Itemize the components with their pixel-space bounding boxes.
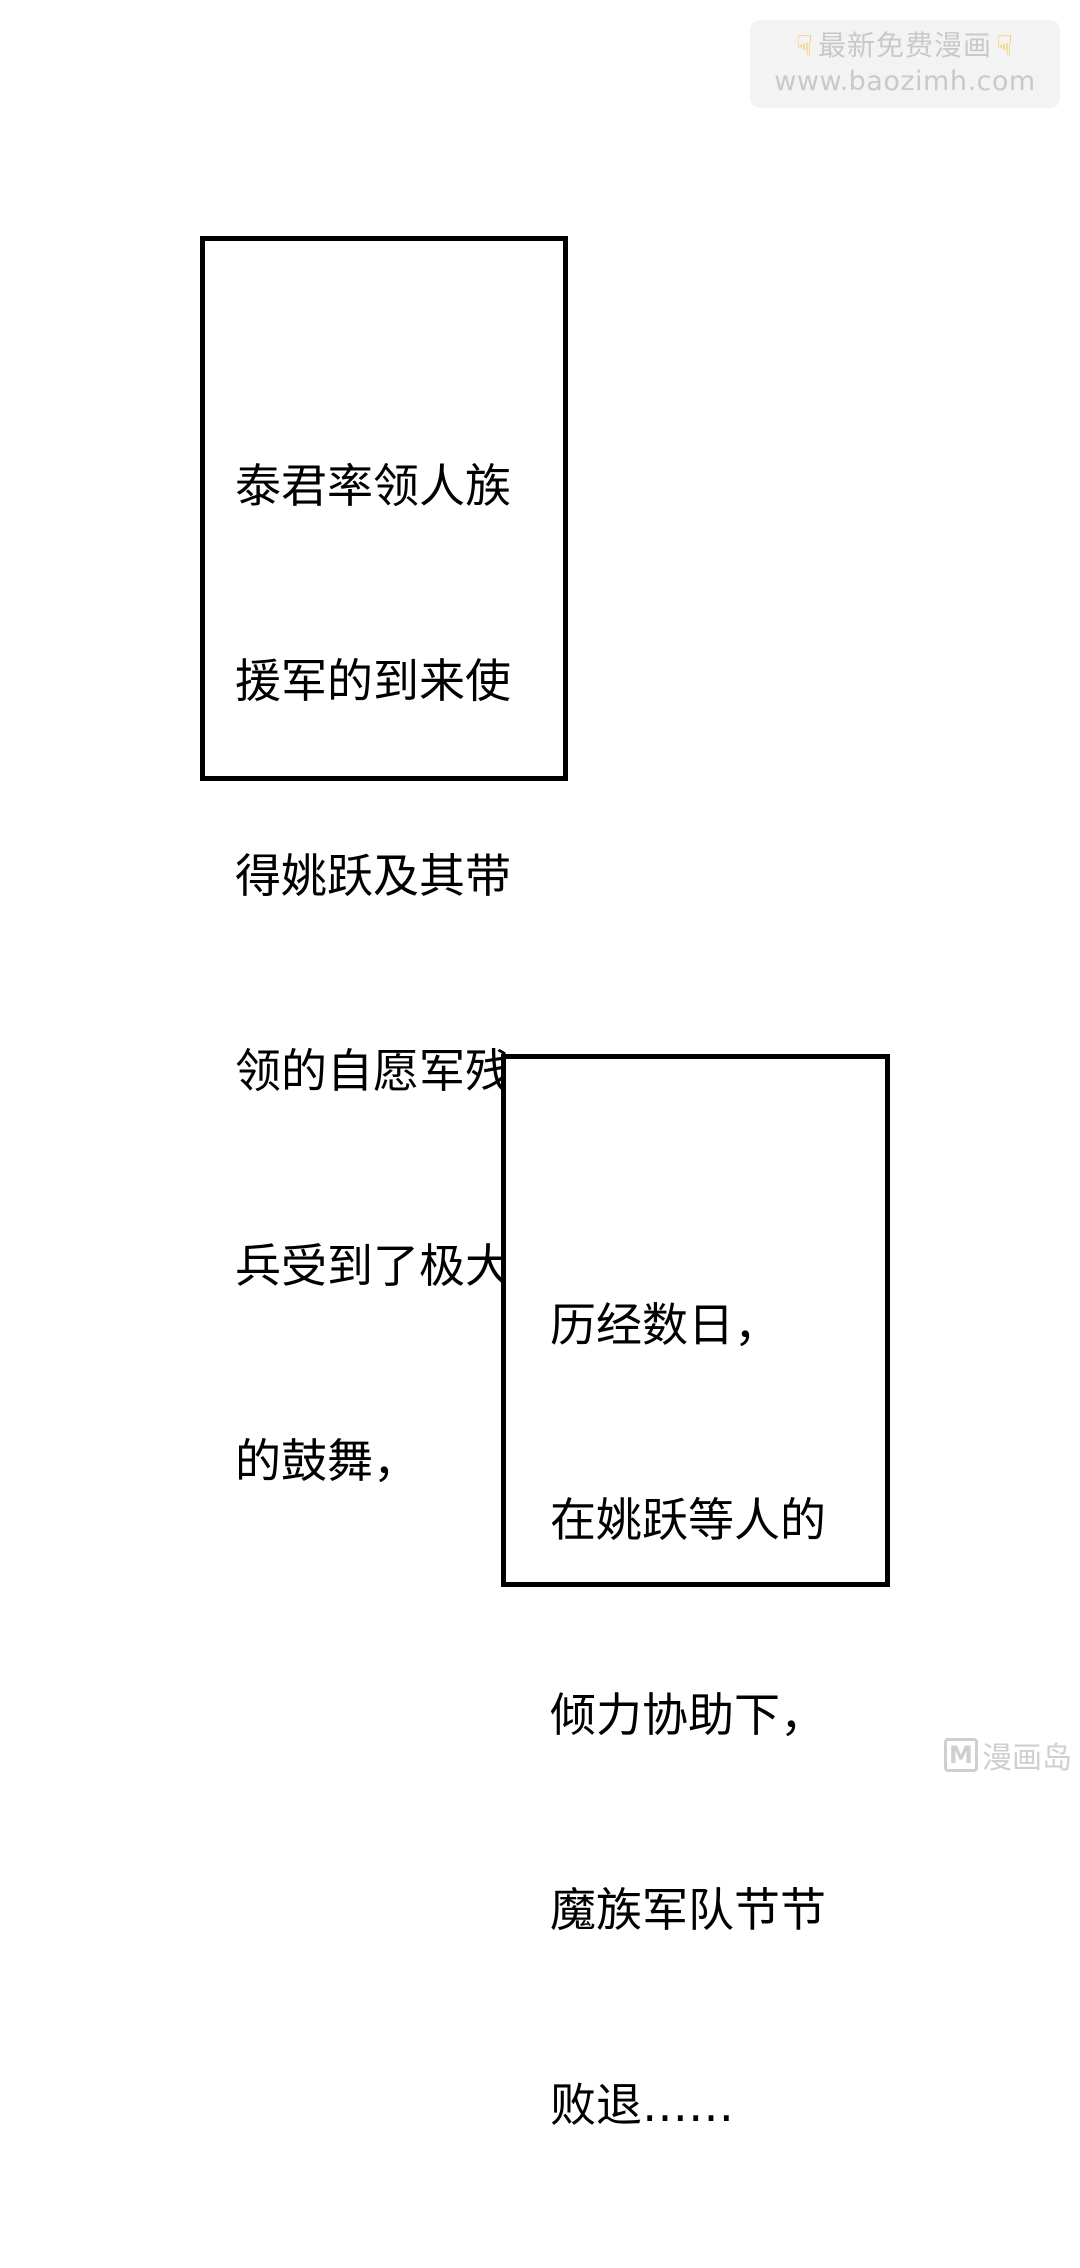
narration-line: 援军的到来使 <box>235 654 511 708</box>
pointing-down-hand-icon: ☟ <box>996 29 1015 62</box>
narration-line: 倾力协助下， <box>550 1688 826 1742</box>
brand-logo: M 漫画岛 <box>944 1735 1072 1776</box>
watermark-title: 最新免费漫画 <box>817 29 992 62</box>
narration-line: 败退…… <box>550 2078 734 2132</box>
narration-box-1: 泰君率领人族 援军的到来使 得姚跃及其带 领的自愿军残 兵受到了极大 的鼓舞， <box>200 236 568 1488</box>
narration-line: 在姚跃等人的 <box>550 1493 826 1547</box>
brand-badge: M <box>944 1738 978 1772</box>
brand-name: 漫画岛 <box>982 1741 1072 1776</box>
narration-line: 得姚跃及其带 <box>235 849 511 903</box>
narration-text-2: 历经数日， 在姚跃等人的 倾力协助下， 魔族军队节节 败退…… <box>550 1163 885 2268</box>
watermark-title-row: ☟ 最新免费漫画 ☟ <box>750 32 1060 60</box>
narration-line: 历经数日， <box>550 1298 780 1352</box>
watermark: ☟ 最新免费漫画 ☟ www.baozimh.com <box>750 20 1060 108</box>
narration-line: 领的自愿军残 <box>235 1044 511 1098</box>
narration-line: 兵受到了极大 <box>235 1239 511 1293</box>
pointing-down-hand-icon: ☟ <box>795 29 814 62</box>
narration-line: 泰君率领人族 <box>235 459 511 513</box>
narration-text-1: 泰君率领人族 援军的到来使 得姚跃及其带 领的自愿军残 兵受到了极大 的鼓舞， <box>235 324 563 1624</box>
narration-line: 的鼓舞， <box>235 1434 419 1488</box>
narration-line: 魔族军队节节 <box>550 1883 826 1937</box>
watermark-url: www.baozimh.com <box>774 66 1036 97</box>
narration-box-2: 历经数日， 在姚跃等人的 倾力协助下， 魔族军队节节 败退…… <box>501 1054 890 2132</box>
